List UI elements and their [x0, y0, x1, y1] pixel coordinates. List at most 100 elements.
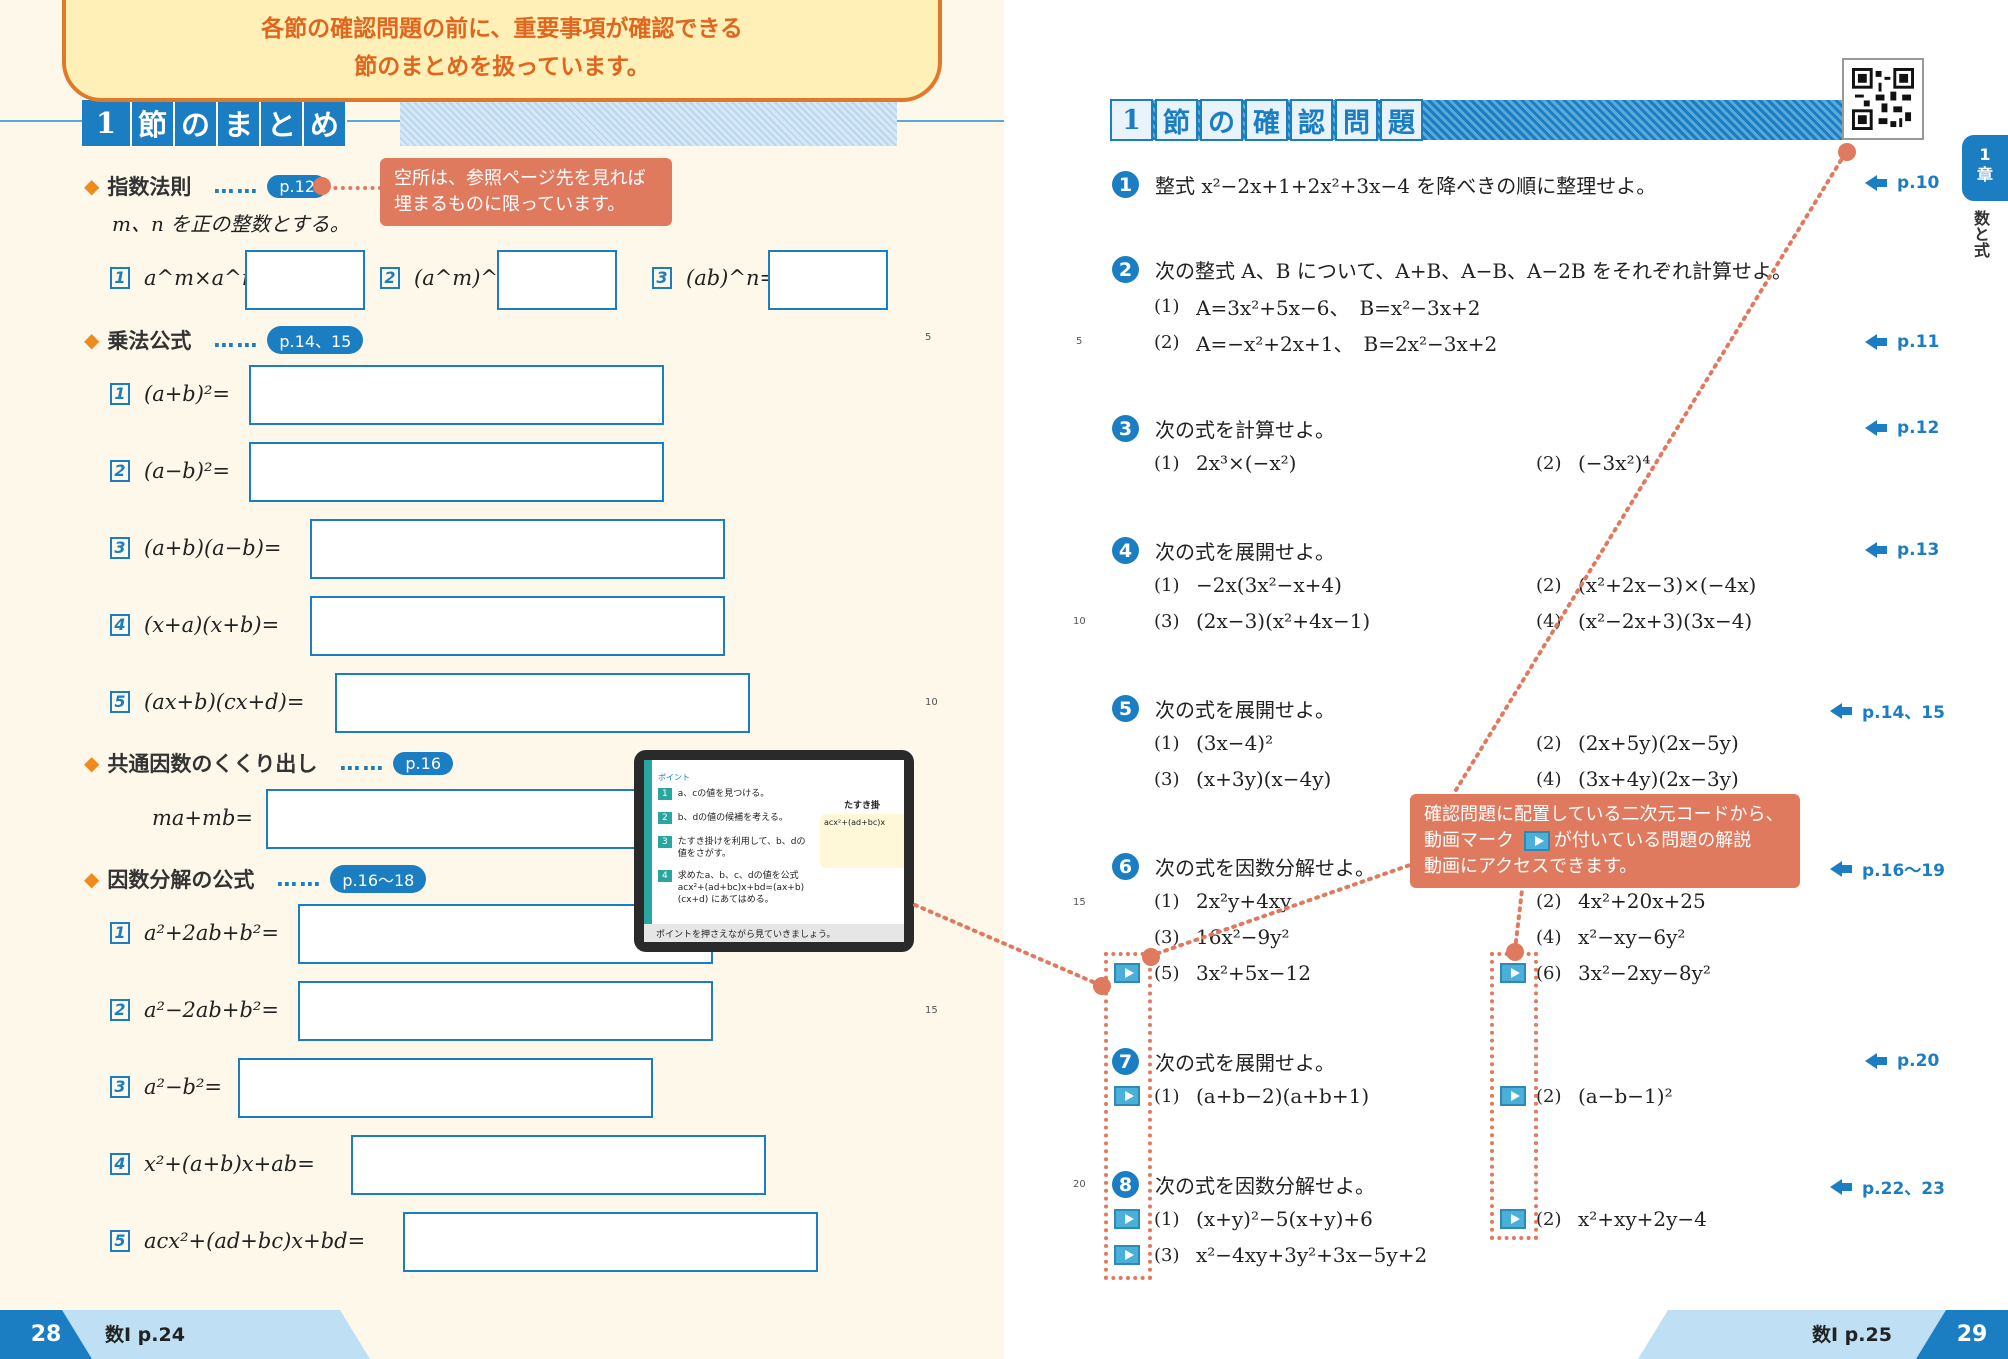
tablet-side-card: acx²+(ad+bc)x	[820, 814, 904, 868]
video-mark-icon[interactable]	[1114, 1209, 1140, 1229]
page-ref[interactable]: p.20	[1865, 1051, 1939, 1071]
sub-label: (1)	[1154, 732, 1180, 754]
top-callout: 各節の確認問題の前に、重要事項が確認できる 節のまとめを扱っています。	[62, 0, 942, 102]
page-ref-pill[interactable]: p.14、15	[267, 326, 364, 354]
sub-question: (2) (a−b−1)²	[1500, 1084, 1673, 1108]
qr-code[interactable]	[1842, 58, 1924, 140]
video-mark-icon[interactable]	[1114, 963, 1140, 983]
line-number: 10	[925, 697, 938, 708]
answer-box[interactable]	[768, 250, 888, 310]
arrow-left-icon	[1865, 1053, 1887, 1069]
sub-text: 16x²−9y²	[1196, 925, 1290, 949]
sub-text: A=3x²+5x−6、 B=x²−3x+2	[1196, 296, 1481, 320]
page-ref-text: p.12	[1897, 418, 1940, 438]
sub-label: (2)	[1536, 1085, 1562, 1107]
video-mark-icon[interactable]	[1500, 1086, 1526, 1106]
sub-label: (4)	[1536, 768, 1562, 790]
sub-label: (5)	[1154, 962, 1180, 984]
sub-text: (a−b−1)²	[1578, 1084, 1673, 1108]
step-number: 2	[658, 812, 672, 824]
video-mark-icon[interactable]	[1114, 1086, 1140, 1106]
answer-box[interactable]	[249, 442, 664, 502]
sub-label: (3)	[1154, 926, 1180, 948]
heading-title: 乗法公式	[107, 329, 192, 353]
answer-box[interactable]	[298, 981, 713, 1041]
qr-code-icon	[1852, 68, 1914, 130]
problem-text: 整式 x²−2x+1+2x²+3x−4 を降べきの順に整理せよ。	[1155, 174, 1657, 198]
page-ref[interactable]: p.13	[1865, 540, 1939, 560]
video-mark-icon[interactable]	[1500, 1209, 1526, 1229]
problem-number: 5	[1112, 695, 1139, 722]
callout-connector	[326, 186, 382, 190]
sub-text: x²−xy−6y²	[1578, 925, 1686, 949]
right-page	[1004, 0, 2008, 1359]
answer-box[interactable]	[266, 789, 646, 849]
chapter-tab[interactable]: 1 章	[1962, 135, 2008, 201]
note-line: 動画マーク が付いている問題の解説	[1424, 828, 1786, 854]
sub-question: (1)A=3x²+5x−6、 B=x²−3x+2	[1154, 292, 1480, 321]
page-ref-pill[interactable]: p.16	[393, 751, 453, 775]
video-mark-icon[interactable]	[1500, 963, 1526, 983]
sub-label: (3)	[1154, 1244, 1180, 1266]
answer-box[interactable]	[351, 1135, 766, 1195]
line-number: 5	[1076, 336, 1083, 347]
section-char: 1	[82, 100, 132, 146]
sub-label: (3)	[1154, 768, 1180, 790]
note-line: 空所は、参照ページ先を見れば	[394, 168, 646, 189]
sub-question: (3) 16x²−9y²	[1154, 925, 1290, 949]
answer-box[interactable]	[310, 596, 725, 656]
item-number: 4	[110, 1153, 130, 1175]
sub-question: (2)4x²+20x+25	[1536, 889, 1706, 913]
chapter-number: 1	[1979, 145, 1991, 164]
qr-anchor-dot	[1838, 143, 1856, 161]
tablet-header: ポイント	[658, 773, 690, 782]
page-ref[interactable]: p.12	[1865, 418, 1939, 438]
answer-box[interactable]	[335, 673, 750, 733]
video-mark-icon[interactable]	[1114, 1245, 1140, 1265]
sub-question: (1)(3x−4)²	[1154, 731, 1273, 755]
section-char: 題	[1380, 99, 1423, 141]
answer-box[interactable]	[249, 365, 664, 425]
answer-box[interactable]	[310, 519, 725, 579]
problem-text: 次の式を因数分解せよ。	[1155, 1174, 1375, 1198]
problem-number: 7	[1112, 1048, 1139, 1075]
top-callout-line1: 各節の確認問題の前に、重要事項が確認できる	[261, 16, 743, 42]
answer-box[interactable]	[497, 250, 617, 310]
page-ref-text: p.10	[1897, 173, 1940, 193]
problem-number: 2	[1112, 256, 1139, 283]
page-ref[interactable]: p.10	[1865, 173, 1939, 193]
answer-box[interactable]	[245, 250, 365, 310]
page-ref-pill[interactable]: p.12	[267, 174, 327, 198]
sub-question: (3)(2x−3)(x²+4x−1)	[1154, 609, 1370, 633]
sub-label: (6)	[1536, 962, 1562, 984]
connector-dot	[1093, 977, 1111, 995]
page-ref[interactable]: p.16〜19	[1830, 856, 1945, 881]
sub-question: (2)A=−x²+2x+1、 B=2x²−3x+2	[1154, 328, 1497, 357]
item-number: 5	[110, 1230, 130, 1252]
page-ref[interactable]: p.22、23	[1830, 1174, 1945, 1199]
page-ref[interactable]: p.11	[1865, 332, 1939, 352]
sub-question: (2)(−3x²)⁴	[1536, 451, 1650, 475]
item-number: 2	[110, 460, 130, 482]
page-ref-text: p.20	[1897, 1051, 1940, 1071]
answer-box[interactable]	[238, 1058, 653, 1118]
item-number: 3	[110, 1076, 130, 1098]
page-ref-pill[interactable]: p.16〜18	[330, 865, 427, 893]
sub-text: 4x²+20x+25	[1578, 889, 1706, 913]
page-ref[interactable]: p.14、15	[1830, 698, 1945, 723]
step-text: a、cの値を見つける。	[677, 789, 770, 799]
problem-text: 次の式を計算せよ。	[1155, 418, 1335, 442]
sub-label: (1)	[1154, 1208, 1180, 1230]
top-callout-line2: 節のまとめを扱っています。	[354, 54, 650, 80]
answer-box[interactable]	[403, 1212, 818, 1272]
problem-number: 1	[1112, 171, 1139, 198]
diamond-icon: ◆	[84, 174, 100, 198]
sub-text: 2x³×(−x²)	[1196, 451, 1297, 475]
heading-title: 因数分解の公式	[107, 868, 255, 892]
